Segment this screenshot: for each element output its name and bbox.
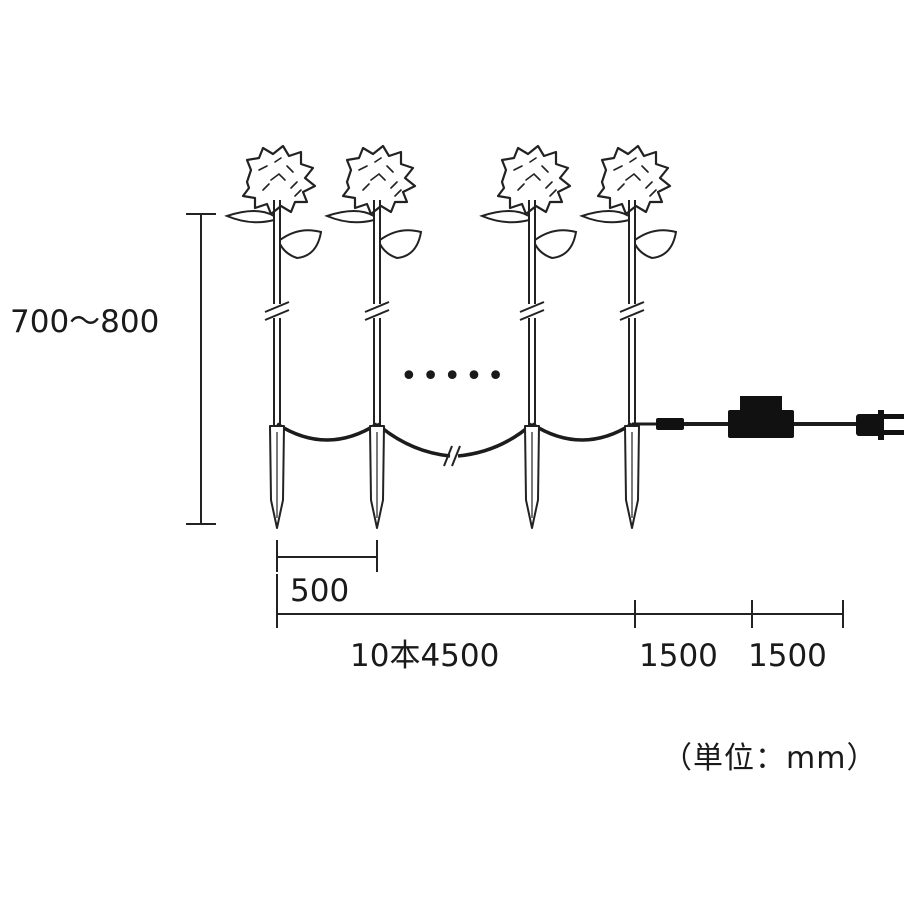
length-dimension xyxy=(276,574,844,628)
height-label: 700～800 xyxy=(10,304,159,340)
flower-stake-icon xyxy=(324,144,423,529)
ellipsis-dots: ••••• xyxy=(400,359,508,394)
power-plug-icon xyxy=(856,410,904,440)
flower-stakes xyxy=(224,144,678,529)
cord-segment-1-label: 1500 xyxy=(639,638,718,674)
flower-stake-icon xyxy=(579,144,678,529)
cord-segment-2-label: 1500 xyxy=(748,638,827,674)
spacing-dimension xyxy=(276,540,378,572)
connecting-cord xyxy=(276,422,633,458)
controller-box-icon xyxy=(728,396,794,438)
cord-break-mark xyxy=(443,445,461,467)
flower-stake-icon xyxy=(224,144,323,529)
flower-stake-icon xyxy=(479,144,578,529)
height-dimension xyxy=(186,213,216,525)
unit-note: （単位：mm） xyxy=(662,741,877,776)
spacing-label: 500 xyxy=(290,573,349,609)
power-cord xyxy=(632,396,904,440)
total-length-label: 10本4500 xyxy=(350,638,499,674)
